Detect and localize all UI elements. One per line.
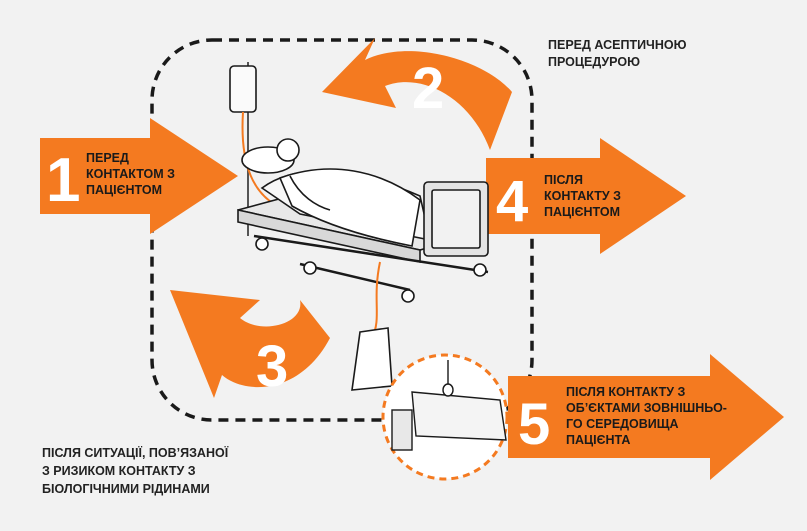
- arrow-1: [40, 118, 238, 234]
- moment-2-label-line-2: ПРОЦЕДУРОЮ: [548, 55, 640, 69]
- wheel: [401, 289, 415, 303]
- moment-3-label-line-2: З РИЗИКОМ КОНТАКТУ З: [42, 464, 196, 478]
- patient-bed-illustration: [229, 62, 489, 391]
- moment-4: 4 ПІСЛЯ КОНТАКТУ З ПАЦІЄНТОМ: [496, 169, 621, 234]
- curved-arrow-3: [170, 290, 330, 398]
- moment-2: 2 ПЕРЕД АСЕПТИЧНОЮ ПРОЦЕДУРОЮ: [412, 38, 687, 121]
- patient-environment-illustration: [381, 353, 509, 481]
- moment-5-label-line-4: ПАЦІЄНТА: [566, 433, 630, 447]
- moment-1-number: 1: [46, 146, 80, 215]
- moment-3-number: 3: [256, 334, 288, 399]
- drainage-bag: [351, 327, 393, 391]
- moment-2-number: 2: [412, 56, 444, 121]
- call-button: [442, 383, 454, 397]
- curved-arrow-2: [322, 38, 512, 150]
- moment-4-label-line-2: КОНТАКТУ З: [544, 189, 621, 203]
- catheter-line: [371, 261, 381, 339]
- wheel: [473, 263, 487, 277]
- moment-2-label-line-1: ПЕРЕД АСЕПТИЧНОЮ: [548, 38, 687, 52]
- moment-4-number: 4: [496, 169, 528, 234]
- moment-5-number: 5: [518, 392, 550, 457]
- moment-5-label-line-3: ГО СЕРЕДОВИЩА: [566, 417, 679, 431]
- moment-3-label-line-3: БІОЛОГІЧНИМИ РІДИНАМИ: [42, 482, 210, 496]
- arrow-5: [508, 354, 784, 480]
- moment-5: 5 ПІСЛЯ КОНТАКТУ З ОБ’ЄКТАМИ ЗОВНІШНЬО- …: [518, 385, 727, 457]
- blanket: [278, 168, 421, 247]
- moment-3: 3 ПІСЛЯ СИТУАЦІЇ, ПОВ’ЯЗАНОЇ З РИЗИКОМ К…: [42, 334, 288, 496]
- wheel: [303, 261, 317, 275]
- moment-5-label-line-2: ОБ’ЄКТАМИ ЗОВНІШНЬО-: [566, 401, 727, 415]
- moment-5-label-line-1: ПІСЛЯ КОНТАКТУ З: [566, 385, 685, 399]
- bedside-table: [391, 409, 413, 451]
- moment-1-label-line-3: ПАЦІЄНТОМ: [86, 183, 162, 197]
- moment-3-label-line-1: ПІСЛЯ СИТУАЦІЇ, ПОВ’ЯЗАНОЇ: [42, 445, 229, 460]
- iv-bag: [229, 65, 257, 113]
- environment-bed: [411, 391, 507, 441]
- moment-1-label-line-1: ПЕРЕД: [86, 151, 129, 165]
- wheel: [255, 237, 269, 251]
- moment-4-label-line-1: ПІСЛЯ: [544, 173, 583, 187]
- arrow-4: [486, 138, 686, 254]
- moment-4-label-line-3: ПАЦІЄНТОМ: [544, 205, 620, 219]
- moment-1: 1 ПЕРЕД КОНТАКТОМ З ПАЦІЄНТОМ: [46, 146, 175, 215]
- moment-1-label-line-2: КОНТАКТОМ З: [86, 167, 175, 181]
- patient-head: [276, 138, 300, 162]
